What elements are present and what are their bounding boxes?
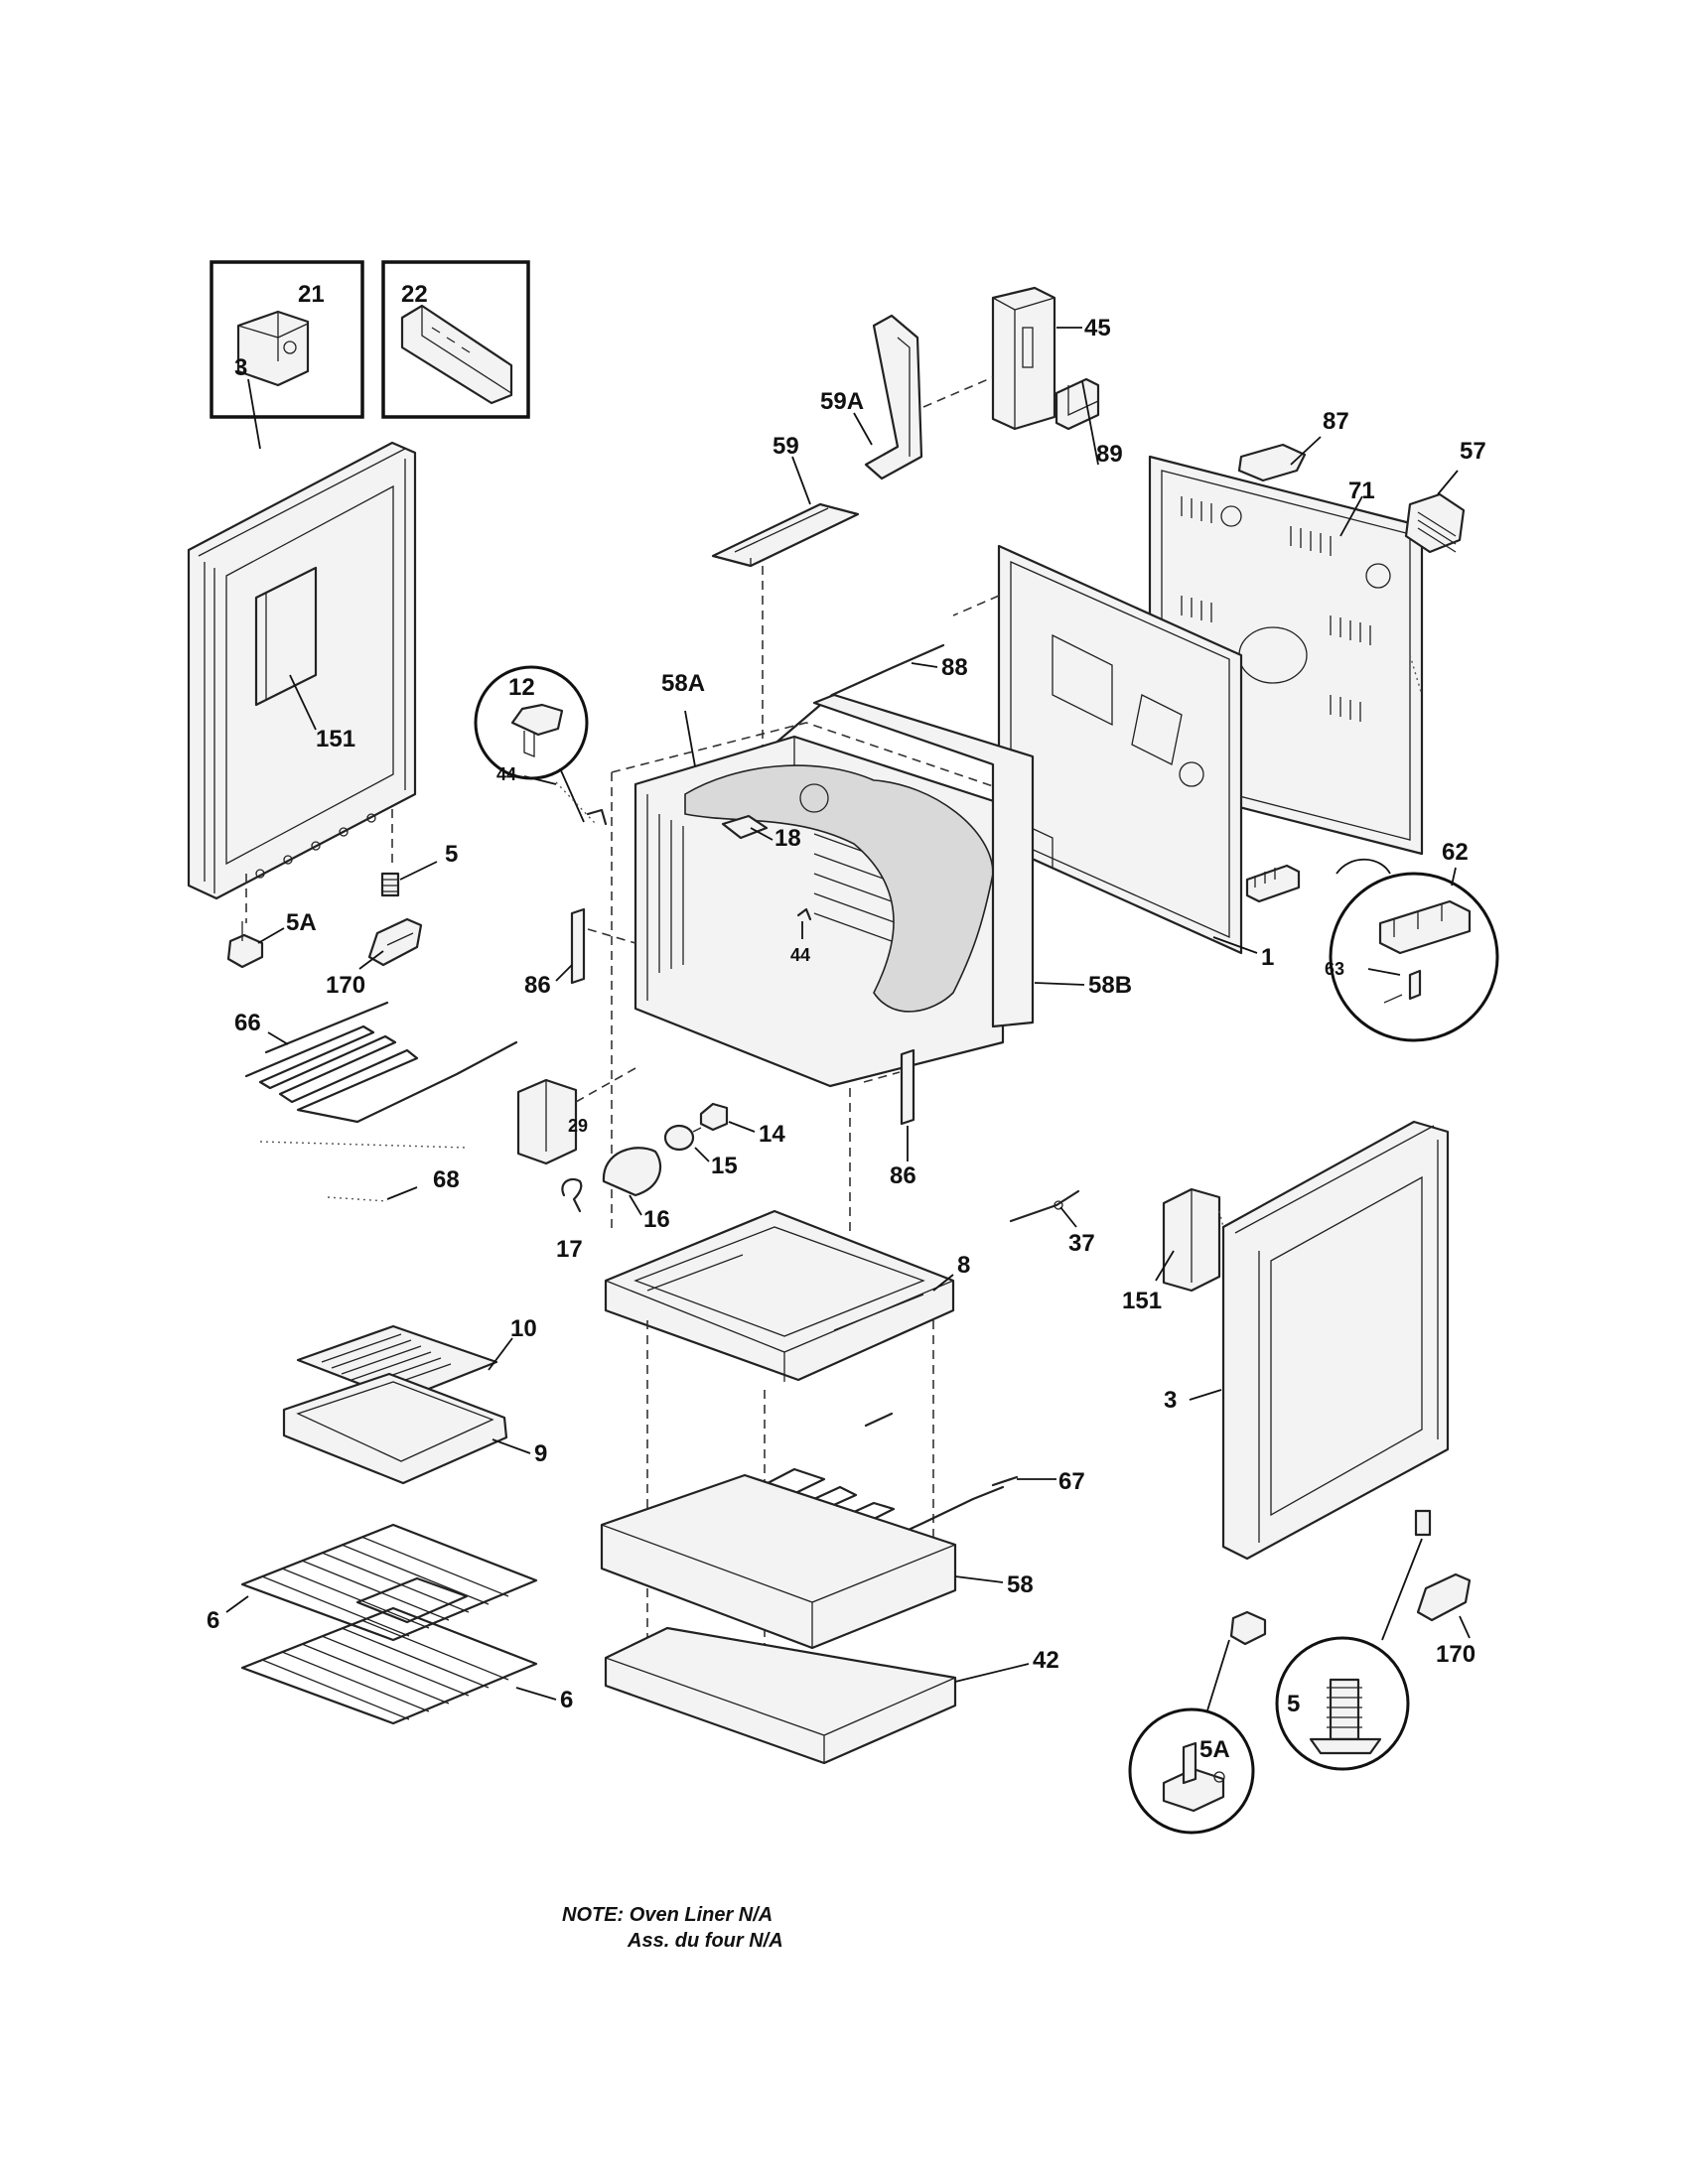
part-86-right — [900, 1048, 915, 1126]
oven-cavity — [611, 693, 1035, 1231]
part-170-right — [1416, 1572, 1472, 1622]
label-21: 21 — [298, 281, 325, 308]
part-22-inset: 22 — [381, 260, 530, 419]
label-58: 58 — [1007, 1571, 1034, 1598]
part-5-left — [380, 872, 400, 897]
label-170-right: 170 — [1436, 1641, 1476, 1668]
label-5-left: 5 — [445, 841, 458, 868]
part-66-element — [244, 1001, 518, 1124]
part-21-inset: 21 — [210, 260, 364, 419]
label-17: 17 — [556, 1236, 583, 1263]
label-44-top: 44 — [496, 764, 516, 784]
part-88-wire — [763, 643, 945, 754]
part-89-bracket — [1055, 377, 1100, 431]
label-151-right: 151 — [1122, 1288, 1162, 1314]
label-10: 10 — [510, 1315, 537, 1342]
part-16-lens — [602, 1147, 662, 1197]
note-line-2: Ass. du four N/A — [628, 1930, 783, 1952]
label-42: 42 — [1033, 1647, 1059, 1674]
label-16: 16 — [643, 1206, 670, 1233]
label-3-right: 3 — [1164, 1387, 1177, 1414]
part-15-bulb — [663, 1124, 702, 1152]
part-9-broil-pan — [282, 1372, 508, 1485]
label-58A: 58A — [661, 670, 705, 697]
label-9: 9 — [534, 1440, 547, 1467]
part-170-left — [367, 917, 423, 967]
label-8: 8 — [957, 1252, 970, 1279]
part-45-vent — [991, 286, 1056, 431]
label-45: 45 — [1084, 315, 1111, 341]
label-88: 88 — [941, 654, 968, 681]
label-6-top: 6 — [207, 1607, 219, 1634]
part-1-rear-panel — [952, 544, 1243, 955]
part-6-rack-top — [240, 1523, 538, 1642]
note-line-1: NOTE: Oven Liner N/A — [562, 1904, 774, 1926]
label-15: 15 — [711, 1153, 738, 1179]
part-62-callout: 63 — [1325, 872, 1499, 1042]
label-14: 14 — [759, 1121, 785, 1148]
label-89: 89 — [1096, 441, 1123, 468]
label-59: 59 — [773, 433, 799, 460]
label-67: 67 — [1058, 1468, 1085, 1495]
label-59A: 59A — [820, 388, 864, 415]
part-5A-callout: 5A — [1128, 1707, 1255, 1835]
label-86-right: 86 — [890, 1162, 916, 1189]
label-18: 18 — [774, 825, 801, 852]
part-18-vent — [721, 814, 769, 840]
part-3-door-right — [1221, 1120, 1450, 1561]
part-86-left — [570, 907, 586, 985]
part-5-callout: 5 — [1275, 1636, 1410, 1771]
part-58-insulation — [600, 1473, 957, 1650]
label-12: 12 — [508, 674, 535, 701]
label-63: 63 — [1325, 959, 1344, 979]
part-5A-left — [226, 921, 264, 969]
label-5A-right: 5A — [1199, 1736, 1230, 1763]
label-151-left: 151 — [316, 726, 355, 752]
part-87-bracket — [1237, 443, 1307, 482]
label-58B: 58B — [1088, 972, 1132, 999]
label-6-bottom: 6 — [560, 1687, 573, 1713]
label-87: 87 — [1323, 408, 1349, 435]
part-12-callout: 12 — [474, 665, 589, 780]
label-68: 68 — [433, 1166, 460, 1193]
label-170-left: 170 — [326, 972, 365, 999]
part-62-terminal — [1245, 864, 1301, 903]
part-151-right — [1162, 1187, 1221, 1293]
label-22: 22 — [401, 281, 428, 308]
label-66: 66 — [234, 1010, 261, 1036]
part-29-sensor: 29 — [516, 1078, 588, 1165]
label-62: 62 — [1442, 839, 1469, 866]
part-3-door-left — [187, 441, 417, 900]
label-1: 1 — [1261, 944, 1274, 971]
label-29: 29 — [568, 1116, 588, 1136]
part-57-cover — [1404, 492, 1466, 554]
label-71: 71 — [1348, 478, 1375, 504]
part-14-socket — [699, 1102, 729, 1132]
label-5A-left: 5A — [286, 909, 317, 936]
label-3-left: 3 — [234, 354, 247, 381]
label-5-right: 5 — [1287, 1691, 1300, 1717]
part-59A-duct — [864, 314, 923, 480]
label-44-mid: 44 — [790, 945, 810, 965]
label-57: 57 — [1460, 438, 1486, 465]
label-37: 37 — [1068, 1230, 1095, 1257]
part-8-bottom — [604, 1209, 955, 1382]
part-6-rack-bottom — [240, 1606, 538, 1725]
part-37-wire — [1009, 1189, 1080, 1223]
label-86-left: 86 — [524, 972, 551, 999]
part-59-duct — [711, 502, 860, 568]
part-42-drawer — [604, 1626, 957, 1765]
part-17-clip — [561, 1177, 583, 1213]
